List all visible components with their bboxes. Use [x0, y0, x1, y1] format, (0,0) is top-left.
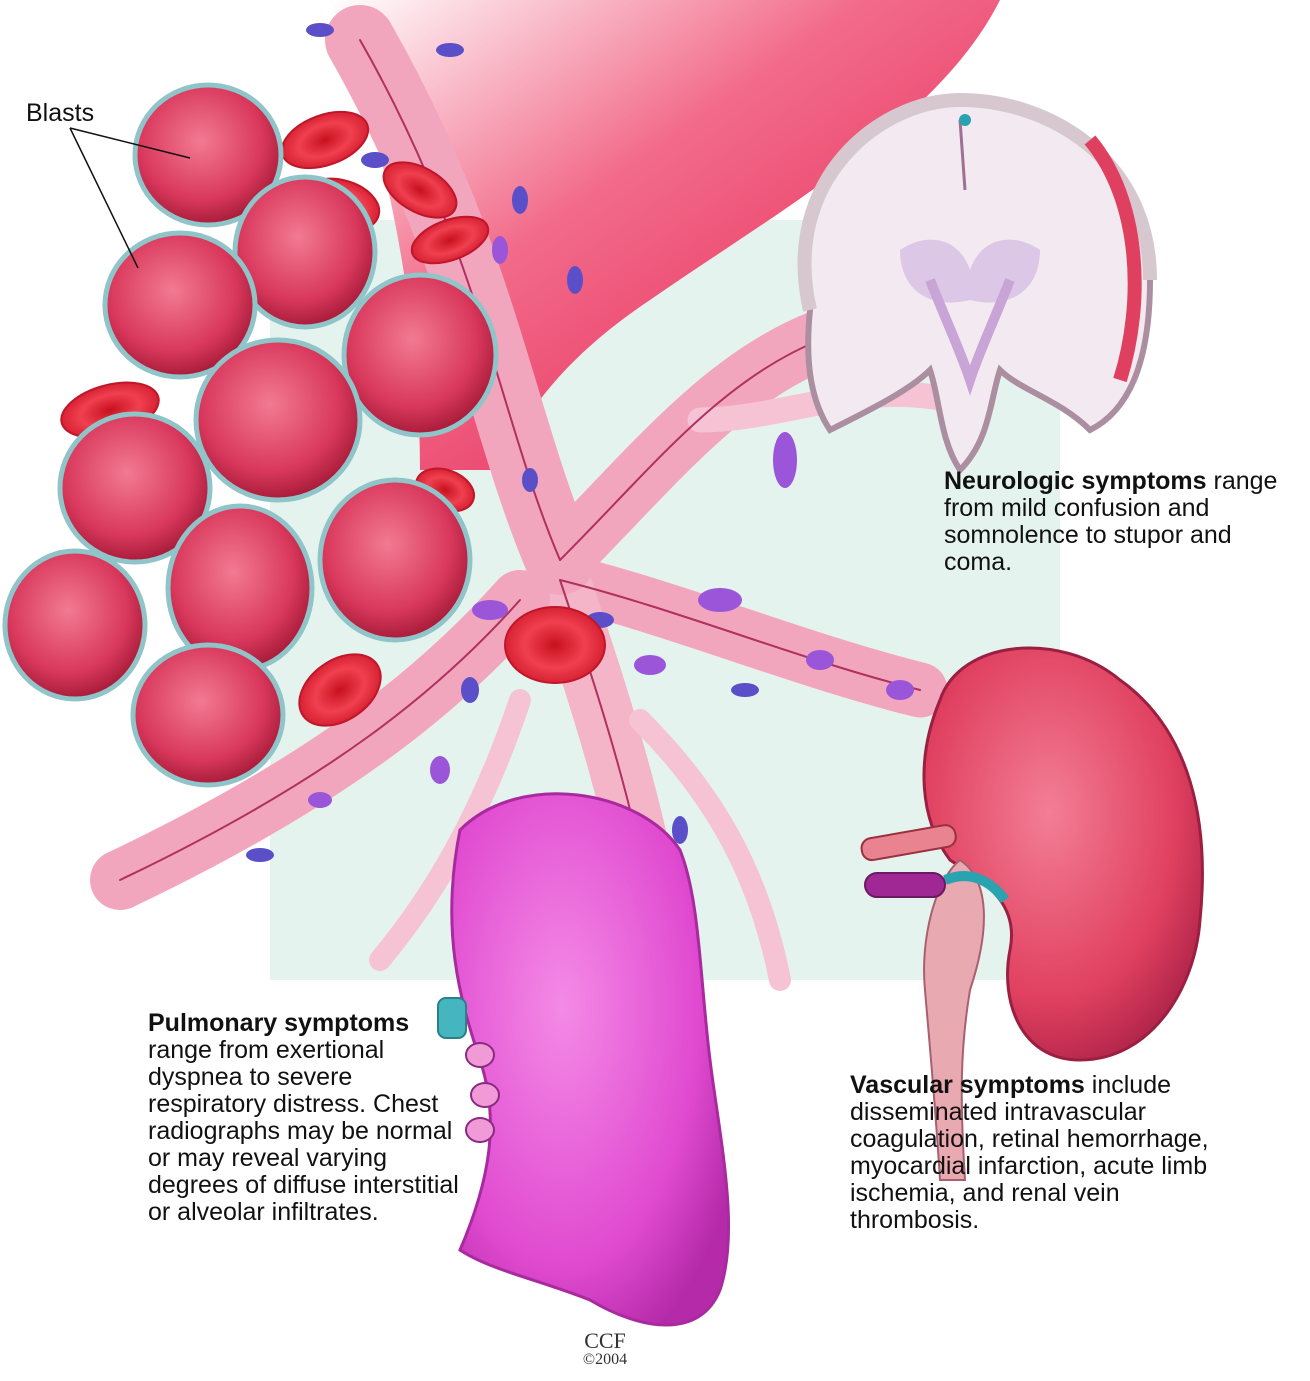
credit-year: ©2004 [560, 1352, 650, 1368]
neurologic-symptoms-caption: Neurologic symptoms range from mild conf… [944, 468, 1306, 576]
vascular-symptoms-caption: Vascular symptoms include disseminated i… [850, 1072, 1210, 1234]
brain-section [805, 100, 1150, 470]
neurologic-symptoms-heading: Neurologic symptoms [944, 467, 1207, 495]
copyright-credit: CCF ©2004 [560, 1330, 650, 1368]
pulmonary-symptoms-text: range from exertional dyspnea to severe … [148, 1036, 459, 1226]
pulmonary-symptoms-heading: Pulmonary symptoms [148, 1009, 409, 1037]
pulmonary-symptoms-caption: Pulmonary symptoms range from exertional… [148, 1010, 468, 1226]
blasts-label: Blasts [26, 100, 94, 127]
vascular-symptoms-heading: Vascular symptoms [850, 1071, 1085, 1099]
credit-name: CCF [560, 1330, 650, 1352]
